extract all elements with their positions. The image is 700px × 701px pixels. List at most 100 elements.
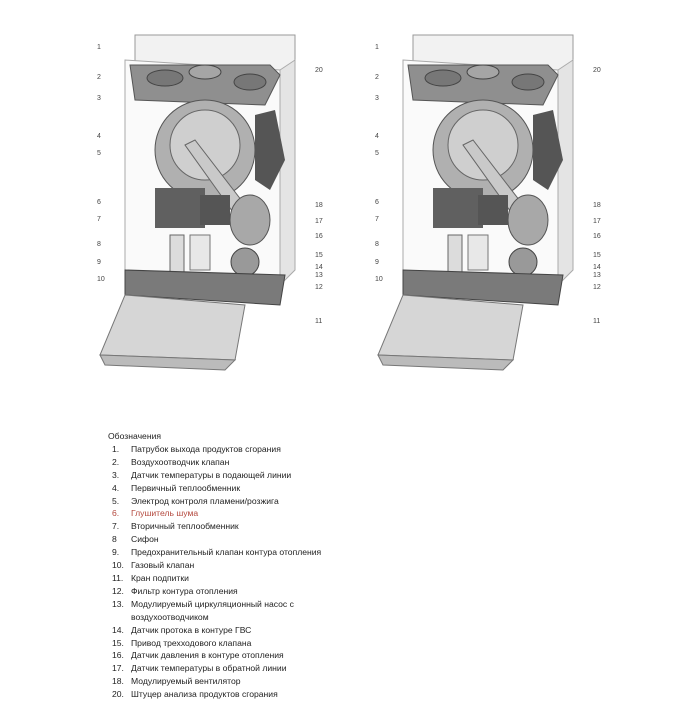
callout-label: 9: [97, 259, 101, 266]
boiler-illustration: [377, 34, 574, 371]
legend-item-text: Модулируемый циркуляционный насос с: [131, 598, 294, 609]
callout-label: 3: [375, 95, 379, 102]
legend-item-number: 7.: [112, 521, 120, 532]
legend-item: 17. Датчик температуры в обратной линии: [112, 662, 321, 675]
callout-label: 12: [315, 284, 323, 291]
callout-label: 9: [375, 259, 379, 266]
legend-item: 10. Газовый клапан: [112, 559, 321, 572]
legend-item: 7.Вторичный теплообменник: [112, 520, 321, 533]
callout-label: 1: [97, 44, 101, 51]
callout-label: 13: [315, 272, 323, 279]
legend-item-text: Кран подпитки: [131, 572, 189, 583]
legend-item-number: 5.: [112, 495, 120, 506]
legend-item-text: Фильтр контура отопления: [131, 585, 238, 596]
callout-label: 16: [315, 233, 323, 240]
legend-item-number: 2.: [112, 456, 120, 467]
callout-label: 11: [315, 318, 323, 325]
legend-item: 9. Предохранительный клапан контура отопл…: [112, 546, 321, 559]
callout-label: 14: [593, 264, 601, 271]
callout-label: 10: [97, 276, 105, 283]
legend-item-text: Датчик температуры в подающей линии: [131, 469, 292, 480]
legend-item-text: Датчик протока в контуре ГВС: [131, 624, 252, 635]
legend-item-text: Сифон: [131, 534, 159, 545]
callout-label: 18: [315, 202, 323, 209]
callout-label: 18: [593, 202, 601, 209]
callout-label: 20: [315, 67, 323, 74]
callout-label: 8: [375, 241, 379, 248]
legend-item: 18. Модулируемый вентилятор: [112, 675, 321, 688]
legend-item-number: 8: [112, 534, 117, 545]
callout-label: 16: [593, 233, 601, 240]
legend-item: 3. Датчик температуры в подающей линии: [112, 469, 321, 482]
legend: Обозначения 1. Патрубок выхода продуктов …: [108, 430, 321, 701]
legend-item-number: 20.: [112, 689, 124, 700]
callout-label: 13: [593, 272, 601, 279]
legend-item-text: воздухоотводчиком: [131, 611, 209, 622]
legend-item-text: Предохранительный клапан контура отоплен…: [131, 547, 322, 558]
callout-label: 3: [97, 95, 101, 102]
legend-item-text: Электрод контроля пламени/розжига: [131, 495, 279, 506]
legend-item-number: 17.: [112, 663, 124, 674]
callout-label: 1: [375, 44, 379, 51]
callout-label: 10: [375, 276, 383, 283]
legend-item: 13. Модулируемый циркуляционный насос с: [112, 598, 321, 611]
legend-item-text: Привод трехходового клапана: [131, 637, 252, 648]
legend-item-number: 16.: [112, 650, 124, 661]
legend-item-number: 1.: [112, 443, 120, 454]
boiler-illustration: [99, 34, 296, 371]
callout-label: 2: [97, 74, 101, 81]
legend-item: 20. Штуцер анализа продуктов сгорания: [112, 688, 321, 701]
legend-item-number: 12.: [112, 585, 124, 596]
legend-item-number: 3.: [112, 469, 120, 480]
legend-item-text: Газовый клапан: [131, 560, 195, 571]
legend-item-text: Модулируемый вентилятор: [131, 676, 241, 687]
legend-item-number: 18.: [112, 676, 124, 687]
callout-label: 5: [97, 150, 101, 157]
legend-item: 16. Датчик давления в контуре отопления: [112, 649, 321, 662]
legend-item-text: Штуцер анализа продуктов сгорания: [131, 689, 278, 700]
legend-item-number: 10.: [112, 560, 124, 571]
callout-label: 5: [375, 150, 379, 157]
callout-label: 8: [97, 241, 101, 248]
legend-item-text: Датчик температуры в обратной линии: [131, 663, 287, 674]
callout-label: 11: [593, 318, 601, 325]
legend-item: 15. Привод трехходового клапана: [112, 637, 321, 650]
legend-item-text: Воздухоотводчик клапан: [131, 456, 230, 467]
legend-item: 2. Воздухоотводчик клапан: [112, 456, 321, 469]
legend-item: 1. Патрубок выхода продуктов сгорания: [112, 443, 321, 456]
callout-label: 20: [593, 67, 601, 74]
callout-label: 7: [375, 216, 379, 223]
callout-label: 4: [375, 133, 379, 140]
legend-item: 6. Глушитель шума: [112, 507, 321, 520]
callout-label: 12: [593, 284, 601, 291]
legend-item: 4. Первичный теплообменник: [112, 482, 321, 495]
legend-item-text: Датчик давления в контуре отопления: [131, 650, 284, 661]
legend-item-number: [112, 611, 131, 624]
legend-item-text: Глушитель шума: [131, 508, 199, 519]
legend-item: 14. Датчик протока в контуре ГВС: [112, 624, 321, 637]
legend-item-text: Первичный теплообменник: [131, 482, 241, 493]
callout-label: 17: [593, 218, 601, 225]
legend-item: 8 Сифон: [112, 533, 321, 546]
legend-title: Обозначения: [108, 431, 162, 441]
legend-item-text: Патрубок выхода продуктов сгорания: [131, 443, 281, 454]
legend-item-number: 15.: [112, 637, 124, 648]
legend-item-number: 13.: [112, 598, 124, 609]
callout-label: 7: [97, 216, 101, 223]
legend-item-number: 11.: [112, 572, 124, 583]
legend-item: 5. Электрод контроля пламени/розжига: [112, 495, 321, 508]
legend-item: 12. Фильтр контура отопления: [112, 585, 321, 598]
callout-label: 2: [375, 74, 379, 81]
callout-label: 6: [97, 199, 101, 206]
callout-label: 6: [375, 199, 379, 206]
callout-label: 17: [315, 218, 323, 225]
legend-item-number: 9.: [112, 547, 120, 558]
legend-item: 11. Кран подпитки: [112, 572, 321, 585]
callout-label: 15: [593, 252, 601, 259]
legend-item-number: 6.: [112, 508, 120, 519]
callout-label: 4: [97, 133, 101, 140]
legend-item-number: 4.: [112, 482, 120, 493]
legend-item-number: 14.: [112, 624, 124, 635]
